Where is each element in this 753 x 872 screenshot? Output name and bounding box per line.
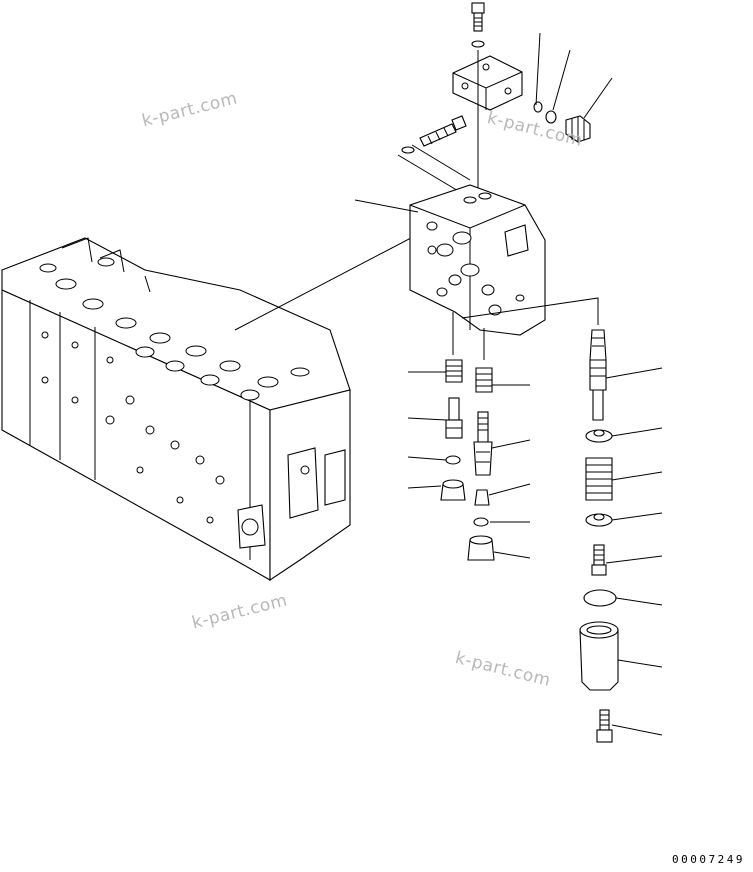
leader-spool-return-spring — [611, 471, 663, 481]
o-ring-left — [445, 455, 461, 465]
leader-spring-seat-upper — [611, 427, 663, 437]
main-spool — [589, 329, 607, 421]
leader-main-spool — [605, 367, 663, 379]
leader-spool-bolt — [605, 555, 663, 564]
top-bolt — [471, 2, 485, 32]
spring-seat-upper — [585, 429, 613, 443]
main-valve-block — [1, 237, 351, 582]
spool-return-spring — [585, 457, 613, 501]
plug-fitting — [565, 115, 591, 143]
leader-o-ring-small — [535, 32, 541, 106]
o-ring-small — [533, 101, 543, 113]
section-leader-line — [234, 227, 431, 331]
leader-small-seat — [488, 483, 531, 496]
plug-left — [440, 479, 466, 501]
side-washer — [401, 146, 415, 154]
plug-center — [467, 535, 495, 561]
leader-o-ring-left — [407, 456, 447, 461]
spring-center — [475, 367, 493, 393]
leader-case-bolt — [611, 724, 663, 736]
spring-seat-lower — [585, 513, 613, 527]
small-seat — [474, 489, 490, 506]
leader-check-valve-spool — [491, 439, 531, 449]
pilot-cover-block — [452, 55, 523, 111]
drawing-code: 00007249 — [672, 853, 745, 866]
leader-o-ring-medium — [552, 49, 571, 111]
o-ring-center — [473, 517, 489, 527]
spring-left — [445, 359, 463, 383]
spool-case — [579, 621, 619, 691]
leader-plug-left — [407, 485, 442, 489]
valve-section-block — [409, 184, 546, 336]
leader-o-ring-large — [615, 597, 663, 606]
o-ring-medium — [545, 110, 557, 124]
top-washer — [471, 40, 485, 48]
leader-poppet-valve — [407, 417, 447, 421]
check-valve-spool — [473, 411, 493, 476]
poppet-valve — [445, 397, 463, 439]
section-axis-lines — [452, 297, 599, 360]
leader-plug — [583, 77, 613, 119]
side-bolt — [419, 115, 467, 147]
leader-valve-section — [354, 199, 419, 213]
spool-bolt — [591, 544, 607, 576]
leader-spool-case — [617, 659, 663, 668]
case-bolt — [596, 709, 613, 743]
side-bolt-leaders — [397, 144, 471, 193]
o-ring-large — [583, 589, 617, 607]
leader-spring-seat-lower — [611, 512, 663, 521]
leader-plug-center — [493, 551, 531, 559]
